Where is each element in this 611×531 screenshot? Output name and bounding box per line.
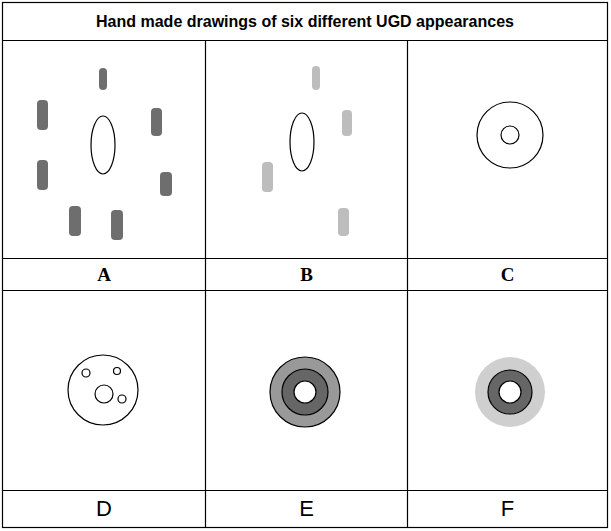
panel-letter: D: [3, 491, 205, 527]
panel-letter: C: [408, 259, 607, 290]
ugd-drawing-e: [270, 357, 340, 427]
table-title: Hand made drawings of six different UGD …: [3, 3, 607, 40]
ugd-drawing-b: [262, 66, 352, 236]
panel-letter: B: [206, 259, 407, 290]
table-grid: [3, 3, 608, 528]
panel-letter: F: [408, 491, 607, 527]
panel-letter: A: [3, 259, 205, 290]
ugd-drawing-f: [475, 357, 545, 427]
ugd-drawing-c: [477, 102, 543, 168]
panel-letter: E: [206, 491, 407, 527]
ugd-drawing-d: [68, 355, 138, 425]
ugd-drawing-a: [37, 68, 172, 240]
